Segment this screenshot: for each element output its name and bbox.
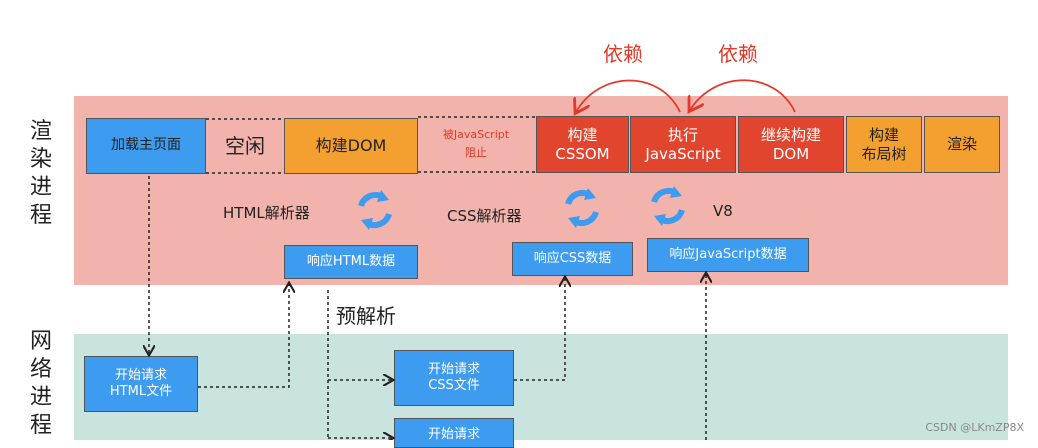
build-dom-box: 构建DOM (284, 118, 418, 174)
request-html-line-1: 开始请求 (114, 367, 167, 383)
request-css-line-2: CSS文件 (428, 378, 480, 393)
request-css-box: 开始请求 CSS文件 (394, 350, 514, 406)
vertical-label-char: 络 (29, 357, 52, 382)
vertical-label-char: 进 (29, 175, 52, 200)
request-js-line-1: 开始请求 (427, 427, 480, 442)
watermark: CSDN @LKmZP8X (925, 421, 1024, 434)
js-response-box: 响应JavaScript数据 (647, 238, 809, 272)
css-response-box: 响应CSS数据 (512, 242, 633, 276)
exec-js-line-2: JavaScript (645, 144, 721, 163)
exec-js-box: 执行 JavaScript (630, 116, 736, 173)
blocked-line-1: 被JavaScript (442, 128, 510, 141)
vertical-label-char: 网 (29, 329, 52, 354)
build-layout-box: 构建 布局树 (846, 116, 922, 173)
js-response-text: 响应JavaScript数据 (669, 246, 787, 262)
dependency-label-1: 依赖 (603, 42, 643, 66)
request-css-line-1: 开始请求 (427, 361, 480, 377)
render-box: 渲染 (924, 116, 1000, 173)
continue-dom-line-2: DOM (772, 144, 810, 163)
refresh-cycle-icon (568, 188, 596, 228)
css-response-text: 响应CSS数据 (533, 250, 612, 266)
request-html-line-2: HTML文件 (109, 384, 173, 399)
build-cssom-line-2: CSSOM (555, 144, 610, 163)
blocked-by-js-text: 被JavaScript 阻止 (420, 126, 532, 162)
build-dom-text: 构建DOM (315, 136, 387, 155)
build-cssom-box: 构建 CSSOM (536, 116, 629, 173)
v8-label: V8 (713, 202, 733, 220)
render-process-label: 渲染进程 (26, 118, 56, 230)
css-parser-label: CSS解析器 (447, 207, 522, 225)
preparse-label: 预解析 (336, 304, 396, 328)
refresh-cycle-icon (654, 186, 682, 226)
blocked-line-2: 阻止 (465, 146, 487, 159)
build-layout-line-1: 构建 (868, 125, 899, 144)
html-response-text: 响应HTML数据 (306, 253, 396, 269)
vertical-label-char: 程 (29, 203, 52, 228)
vertical-label-char: 进 (29, 385, 52, 410)
build-layout-line-2: 布局树 (861, 144, 907, 163)
idle-text: 空闲 (225, 133, 265, 158)
vertical-label-char: 渲 (29, 119, 52, 144)
dependency-label-2: 依赖 (718, 42, 758, 66)
vertical-label-char: 染 (29, 147, 52, 172)
load-main-page-box: 加载主页面 (86, 118, 206, 174)
render-text: 渲染 (946, 135, 977, 154)
network-process-label: 网络进程 (26, 328, 56, 440)
refresh-cycle-icon (361, 190, 389, 230)
vertical-label-char: 程 (29, 413, 52, 438)
continue-dom-box: 继续构建 DOM (738, 116, 844, 173)
idle-box: 空闲 (208, 118, 282, 174)
continue-dom-line-1: 继续构建 (760, 125, 821, 144)
html-parser-label: HTML解析器 (223, 204, 310, 222)
build-cssom-line-1: 构建 (567, 125, 598, 144)
exec-js-line-1: 执行 (667, 125, 698, 144)
request-html-box: 开始请求 HTML文件 (84, 356, 198, 412)
html-response-box: 响应HTML数据 (284, 245, 418, 279)
load-main-page-text: 加载主页面 (111, 137, 181, 154)
